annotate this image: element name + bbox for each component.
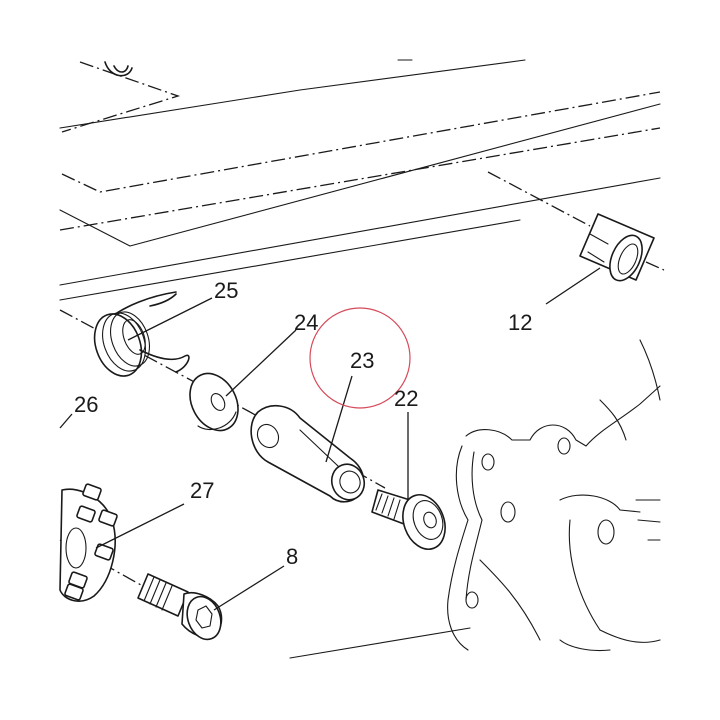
bolt-part-22	[371, 489, 446, 550]
highlight-circle	[309, 307, 411, 409]
callout-24: 24	[294, 310, 318, 335]
lever-part-23	[250, 405, 366, 503]
washer-part-24	[189, 372, 239, 432]
callout-22: 22	[394, 386, 418, 411]
callout-26: 26	[74, 392, 98, 417]
callout-8: 8	[286, 544, 298, 569]
leader-lines	[59, 267, 601, 611]
callout-27: 27	[190, 478, 214, 503]
callout-23: 23	[350, 348, 374, 373]
callout-12: 12	[508, 310, 532, 335]
housing	[289, 339, 661, 659]
callout-25: 25	[214, 278, 238, 303]
sprocket-part-27	[59, 483, 118, 602]
screw-part-8	[137, 573, 223, 641]
background-panels	[59, 59, 661, 301]
sleeve-part-12	[579, 213, 665, 282]
spring-part-25	[93, 291, 190, 377]
